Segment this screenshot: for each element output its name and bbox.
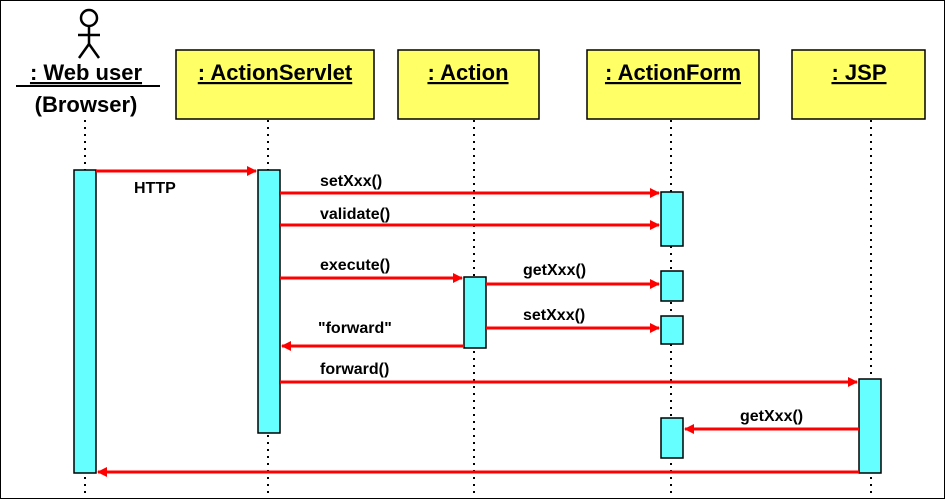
participant-jsp: : JSP [791, 49, 926, 120]
activations [73, 169, 882, 474]
activation-jsp [858, 378, 882, 474]
message-label-forward-return: "forward" [318, 320, 392, 337]
activation-actionform-4 [660, 417, 684, 459]
participant-label: : ActionForm [605, 60, 741, 85]
actor-name: : Web user [30, 60, 143, 85]
message-label-getxxx-2: getXxx() [740, 408, 803, 425]
message-label-setxxx-2: setXxx() [523, 307, 585, 324]
activation-actionform-3 [660, 315, 684, 345]
message-label-validate: validate() [320, 206, 390, 223]
participant-actionservlet: : ActionServlet [175, 49, 375, 120]
activation-actionservlet [257, 169, 281, 434]
activation-actionform-1 [660, 191, 684, 247]
message-label-forward-call: forward() [320, 361, 389, 378]
actor-subtitle: (Browser) [35, 92, 138, 117]
participant-label: : Action [427, 60, 508, 85]
message-label-getxxx: getXxx() [523, 262, 586, 279]
participant-actionform: : ActionForm [586, 49, 760, 120]
activation-actionform-2 [660, 270, 684, 302]
message-label-execute: execute() [320, 257, 390, 274]
activation-web-user [73, 169, 97, 474]
participant-label: : ActionServlet [198, 60, 353, 85]
activation-action [463, 276, 487, 349]
stick-figure-icon [77, 8, 101, 59]
message-label-setxxx: setXxx() [320, 173, 382, 190]
message-label-http: HTTP [134, 180, 176, 197]
participant-label: : JSP [831, 60, 886, 85]
participant-action: : Action [397, 49, 540, 120]
